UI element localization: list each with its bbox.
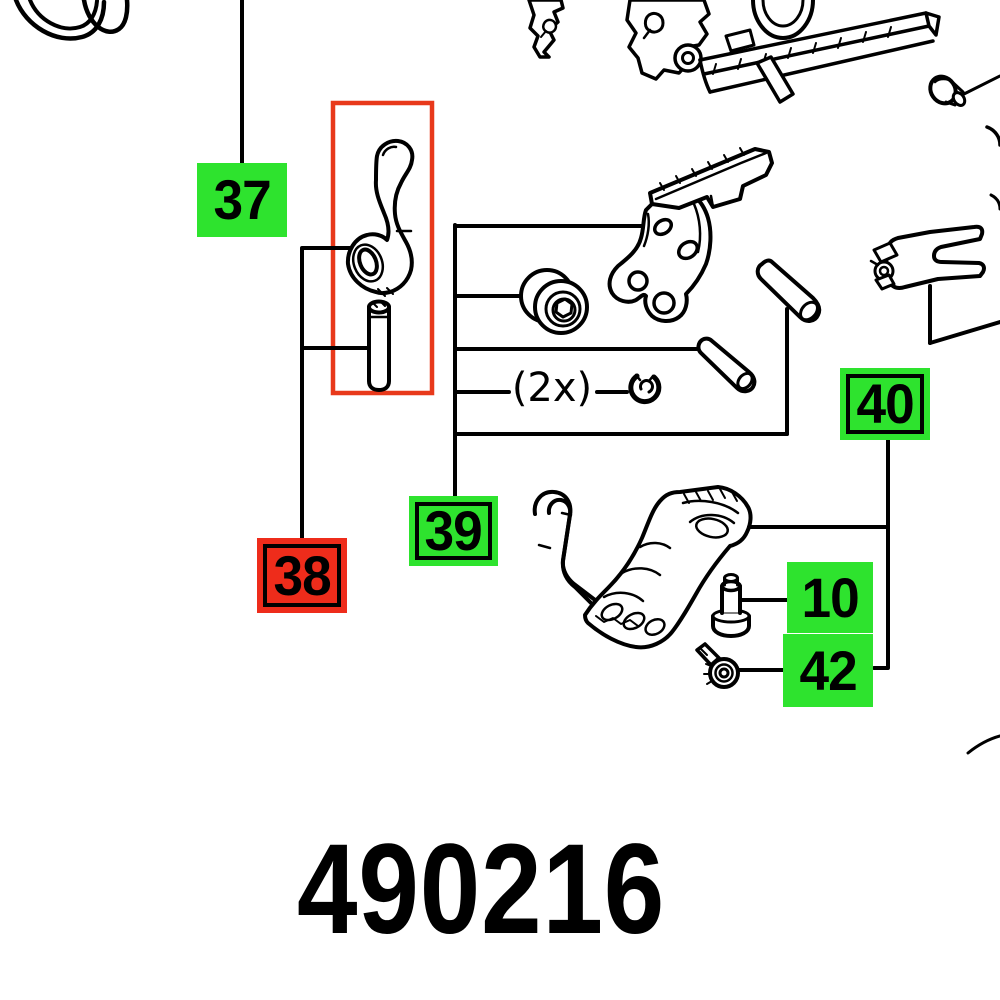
callout-37-label: 37 xyxy=(213,168,271,231)
callout-37[interactable]: 37 xyxy=(197,163,287,237)
callout-39-leader xyxy=(453,223,789,502)
callout-38-frame: 38 xyxy=(263,544,341,607)
callout-38[interactable]: 38 xyxy=(257,538,347,613)
callout-39-label: 39 xyxy=(424,499,483,562)
ring-part-drawing[interactable] xyxy=(13,0,130,41)
callout-42[interactable]: 42 xyxy=(783,634,873,707)
small-pin-drawing[interactable] xyxy=(696,336,757,394)
bolt-drawing[interactable] xyxy=(711,573,751,638)
callout-38-leader xyxy=(300,246,371,540)
callout-39-frame: 39 xyxy=(415,502,492,560)
lever-part-drawing[interactable] xyxy=(345,138,415,297)
callout-40[interactable]: 40 xyxy=(840,368,930,440)
lever-pin-drawing[interactable] xyxy=(367,299,391,392)
large-pin-drawing[interactable] xyxy=(755,258,822,324)
callout-40-leader xyxy=(747,438,890,670)
callout-42-label: 42 xyxy=(799,638,857,702)
callout-10-label: 10 xyxy=(801,565,859,629)
fork-clamp-drawing[interactable] xyxy=(869,224,1000,345)
screw-drawing[interactable] xyxy=(695,642,740,689)
callout-40-frame: 40 xyxy=(846,374,924,434)
callout-38-label: 38 xyxy=(273,543,331,607)
part-number-title: 490216 xyxy=(297,818,666,961)
callout-10[interactable]: 10 xyxy=(787,562,873,633)
top-right-screw-drawing[interactable] xyxy=(925,72,1000,109)
callout-40-label: 40 xyxy=(856,372,914,435)
guard-bracket-drawing[interactable] xyxy=(532,485,753,650)
bushing-drawing[interactable] xyxy=(519,268,589,335)
quantity-note: (2x) xyxy=(511,365,593,411)
circlip-drawing[interactable] xyxy=(628,373,662,405)
edge-partial-parts xyxy=(966,125,1000,755)
housing-assembly-drawing[interactable] xyxy=(527,0,941,104)
trigger-arm-drawing[interactable] xyxy=(607,147,774,323)
callout-39[interactable]: 39 xyxy=(409,496,498,566)
